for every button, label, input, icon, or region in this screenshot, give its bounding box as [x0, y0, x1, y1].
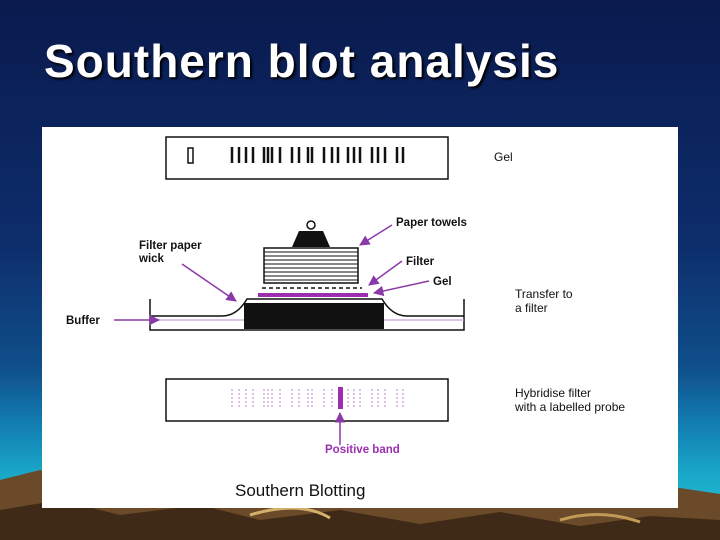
- gel-well-icon: [187, 147, 194, 164]
- label-hybridise-2: with a labelled probe: [514, 400, 625, 414]
- southern-blot-diagram: Gel: [66, 136, 625, 500]
- label-filter: Filter: [406, 256, 435, 268]
- label-filter-paper-wick-2: wick: [138, 253, 165, 265]
- gel-layer: [258, 293, 368, 297]
- label-positive-band: Positive band: [325, 444, 400, 456]
- positive-band-mark: [338, 387, 343, 409]
- figure-caption: Southern Blotting: [235, 481, 365, 500]
- arrow-wick: [181, 263, 237, 302]
- southern-blot-figure: Gel: [42, 127, 678, 508]
- label-transfer-2: a filter: [515, 301, 548, 315]
- gel-bands: [230, 147, 405, 163]
- paper-towel-stack: [263, 247, 359, 284]
- label-paper-towels: Paper towels: [396, 217, 467, 229]
- label-gel-mid: Gel: [433, 276, 452, 288]
- arrow-gel: [372, 280, 430, 297]
- hybridised-filter: [165, 378, 449, 422]
- label-buffer: Buffer: [66, 315, 100, 327]
- label-gel-top: Gel: [494, 150, 513, 164]
- gel-strip-top: [165, 136, 449, 180]
- buffer-tray: [149, 298, 465, 331]
- label-filter-paper-wick-1: Filter paper: [139, 240, 202, 252]
- annotation-arrows: [114, 224, 430, 445]
- arrow-filter: [368, 260, 403, 286]
- weight-icon: [292, 220, 330, 247]
- slide-title: Southern blot analysis: [44, 35, 560, 87]
- label-transfer-1: Transfer to: [515, 287, 573, 301]
- arrow-paper-towels: [359, 224, 393, 246]
- label-hybridise-1: Hybridise filter: [515, 386, 591, 400]
- faint-bands: [231, 389, 404, 409]
